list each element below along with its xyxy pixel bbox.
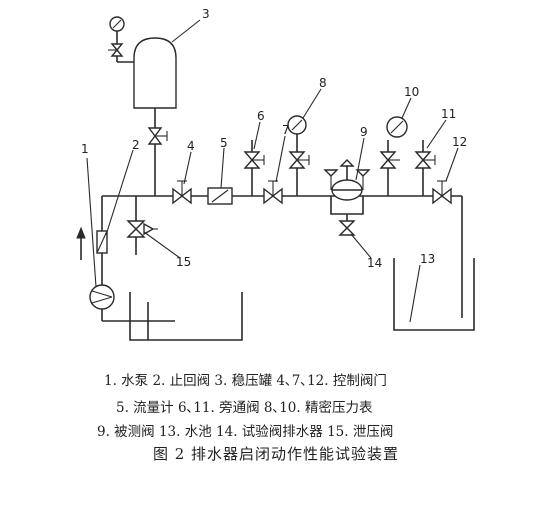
flow-direction-arrow: [76, 226, 86, 260]
label-6: 6: [257, 109, 265, 123]
label-12: 12: [452, 135, 467, 149]
water-pool: [393, 258, 475, 331]
check-valve: [96, 230, 108, 254]
label-11: 11: [441, 107, 456, 121]
control-valve-7: [263, 180, 283, 205]
bypass-valve-11: [414, 151, 436, 169]
label-14: 14: [367, 256, 382, 270]
bypass-valve-6: [243, 151, 265, 169]
precision-pressure-gauge-8-icon: [287, 115, 307, 135]
left-water-pool: [129, 292, 243, 341]
surge-tank: [116, 28, 177, 109]
label-8: 8: [319, 76, 327, 90]
leader-lines: [86, 19, 459, 323]
label-9: 9: [360, 125, 368, 139]
tank-pressure-gauge-icon: [109, 16, 125, 32]
legend-row-1: 1. 水泵 2. 止回阀 3. 稳压罐 4､7､12. 控制阀门: [104, 373, 387, 389]
label-10: 10: [404, 85, 419, 99]
label-5: 5: [220, 136, 228, 150]
label-15: 15: [176, 255, 191, 269]
tank-riser-valve: [147, 127, 168, 145]
control-valve-4: [172, 180, 192, 205]
legend-row-3: 9. 被测阀 13. 水池 14. 试验阀排水器 15. 泄压阀: [97, 424, 394, 440]
label-3: 3: [202, 7, 210, 21]
test-valve-drain: [338, 214, 356, 236]
flow-meter: [207, 187, 233, 205]
water-pump: [89, 284, 115, 310]
label-1: 1: [81, 142, 89, 156]
label-2: 2: [132, 138, 140, 152]
control-valve-12: [432, 180, 452, 205]
gauge-10-valve: [379, 151, 400, 169]
legend-row-2: 5. 流量计 6､11. 旁通阀 8､10. 精密压力表: [116, 400, 373, 416]
label-7: 7: [282, 123, 290, 137]
precision-pressure-gauge-10-icon: [386, 116, 408, 138]
figure-caption: 图 2 排水器启闭动作性能试验装置: [152, 445, 400, 463]
tank-gauge-valve: [108, 43, 124, 57]
label-4: 4: [187, 139, 195, 153]
valve-under-test: [323, 159, 371, 215]
pressure-relief-valve: [126, 220, 158, 238]
gauge-8-valve: [288, 151, 310, 169]
label-13: 13: [420, 252, 435, 266]
